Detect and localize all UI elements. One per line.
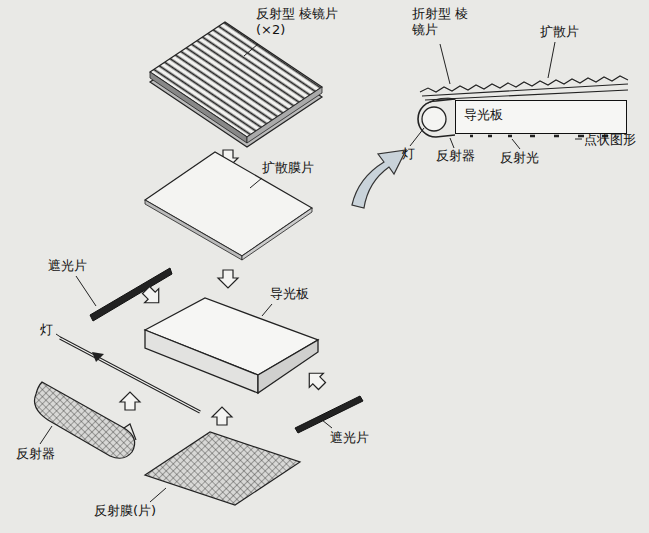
leader-line: [410, 128, 424, 146]
curved-arrow: [352, 150, 406, 208]
reflection-film: [145, 432, 300, 505]
part-label: 反射光: [500, 150, 560, 166]
leader-line: [322, 420, 332, 428]
part-label: 反射器: [16, 446, 76, 462]
leader-line: [262, 304, 272, 316]
part-label: 扩散片: [540, 24, 600, 40]
leader-line: [244, 44, 258, 56]
part-label: 反射膜(片): [94, 503, 184, 519]
node-text: 导光板: [456, 101, 626, 129]
leader-line: [40, 426, 52, 444]
light-guide-plate: [145, 298, 318, 393]
cross-section: [418, 76, 628, 137]
part-label: 反射器: [436, 148, 496, 164]
assembly-arrow: [139, 283, 166, 310]
leader-line: [575, 139, 582, 140]
assembly-arrow: [302, 366, 329, 393]
part-label: 遮光片: [330, 430, 390, 446]
assembly-arrow: [212, 407, 232, 425]
part-label: 点状图形: [584, 132, 646, 148]
part-label: 灯: [40, 322, 64, 338]
leader-line: [512, 139, 520, 149]
part-label: 反射型 棱镜片(×2): [256, 6, 340, 39]
leader-line: [150, 488, 166, 502]
leader-line: [76, 276, 96, 306]
plate-box: 导光板: [455, 100, 627, 134]
part-label: 折射型 棱镜片: [412, 6, 470, 39]
assembly-arrow: [218, 270, 238, 288]
leader-line: [548, 42, 555, 78]
shading-strip: [295, 396, 363, 433]
lamp: [60, 338, 200, 412]
leader-line: [56, 334, 62, 338]
prism-sheets: [150, 22, 322, 147]
part-label: 导光板: [270, 286, 330, 302]
part-label: 遮光片: [48, 258, 108, 274]
shading-strip: [90, 268, 172, 321]
part-label: 扩散膜片: [262, 160, 342, 176]
leader-line: [450, 138, 454, 148]
leader-line: [440, 44, 450, 84]
leader-line: [250, 178, 262, 188]
part-label: 灯: [402, 146, 426, 162]
assembly-arrow: [120, 392, 140, 410]
